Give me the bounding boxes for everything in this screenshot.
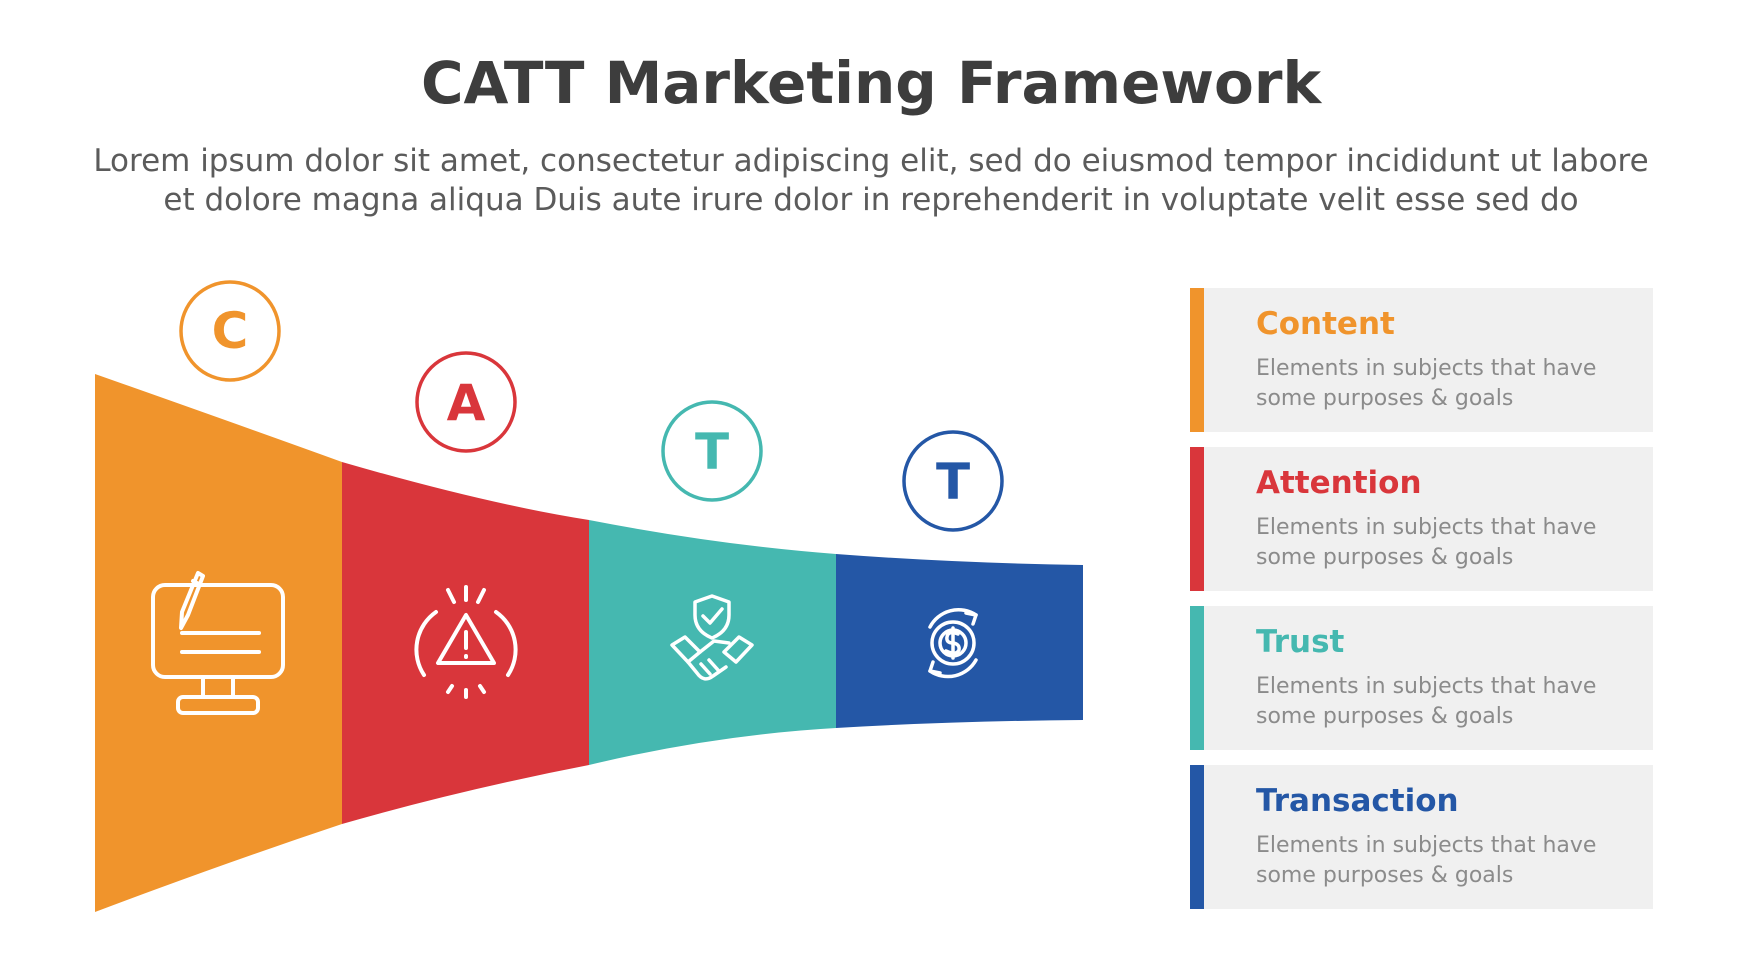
stage-description-trust-line-2: some purposes & goals: [1256, 704, 1514, 729]
stage-card-trust: Trust Elements in subjects that have som…: [1190, 606, 1653, 750]
stage-title-content: Content: [1256, 306, 1395, 342]
stage-title-attention: Attention: [1256, 465, 1422, 501]
stage-description-content-line-1: Elements in subjects that have: [1256, 356, 1597, 381]
page-subtitle: Lorem ipsum dolor sit amet, consectetur …: [74, 142, 1668, 220]
stage-description-content-line-2: some purposes & goals: [1256, 386, 1514, 411]
stage-card-transaction: Transaction Elements in subjects that ha…: [1190, 765, 1653, 909]
stage-description-content: Elements in subjects that have some purp…: [1256, 354, 1626, 414]
stage-title-trust: Trust: [1256, 624, 1345, 660]
stage-description-attention-line-2: some purposes & goals: [1256, 545, 1514, 570]
funnel-segment-content: [95, 374, 342, 912]
stage-description-transaction-line-1: Elements in subjects that have: [1256, 833, 1597, 858]
stage-description-attention-line-1: Elements in subjects that have: [1256, 515, 1597, 540]
coin-exchange-icon: [928, 607, 978, 679]
stage-description-transaction-line-2: some purposes & goals: [1256, 863, 1514, 888]
subtitle-line-1: Lorem ipsum dolor sit amet, consectetur …: [93, 143, 1649, 179]
stage-description-trust: Elements in subjects that have some purp…: [1256, 672, 1626, 732]
letter-content: C: [212, 302, 249, 360]
monitor-pencil-icon: [151, 571, 285, 715]
page-title: CATT Marketing Framework: [420, 49, 1322, 117]
letter-transaction: T: [936, 453, 970, 511]
letter-badge-transaction: T: [902, 430, 1004, 532]
handshake-shield-icon: [670, 594, 754, 681]
letter-badge-content: C: [179, 280, 281, 382]
funnel-segment-transaction: [836, 554, 1083, 728]
letter-attention: A: [447, 374, 486, 432]
letter-badge-trust: T: [661, 400, 763, 502]
letter-trust: T: [695, 423, 729, 481]
stage-description-transaction: Elements in subjects that have some purp…: [1256, 831, 1626, 891]
stage-description-trust-line-1: Elements in subjects that have: [1256, 674, 1597, 699]
stage-title-transaction: Transaction: [1256, 783, 1459, 819]
stage-description-attention: Elements in subjects that have some purp…: [1256, 513, 1626, 573]
stage-card-list: Content Elements in subjects that have s…: [1190, 288, 1653, 912]
stage-card-attention: Attention Elements in subjects that have…: [1190, 447, 1653, 591]
warning-alert-icon: [414, 585, 518, 699]
subtitle-line-2: et dolore magna aliqua Duis aute irure d…: [163, 182, 1579, 218]
stage-card-content: Content Elements in subjects that have s…: [1190, 288, 1653, 432]
letter-badge-attention: A: [415, 351, 517, 453]
